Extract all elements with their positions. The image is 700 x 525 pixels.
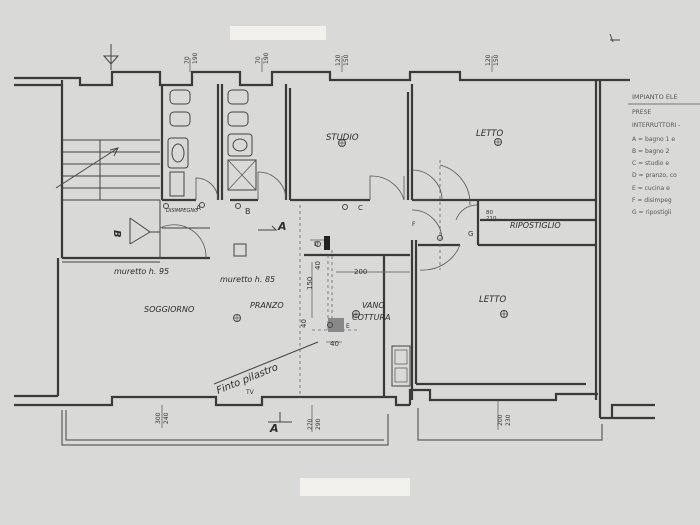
- symbol-a: A: [196, 204, 201, 212]
- dim-w2-top: 270: [307, 418, 314, 430]
- dim-v40b: 40: [300, 319, 308, 328]
- dim-2-bot: 190: [263, 52, 270, 64]
- symbol-e: E: [346, 323, 350, 330]
- legend-item: F = disimpeg: [632, 197, 672, 204]
- dim-v150: 150: [306, 277, 314, 290]
- legend-item: D = pranzo, co: [632, 172, 677, 179]
- dim-h200: 200: [354, 268, 367, 276]
- dim-v40a: 40: [314, 261, 322, 270]
- symbol-b: B: [245, 207, 251, 216]
- legend-item: C = studio e: [632, 160, 669, 167]
- dim-rip-top: 80: [486, 210, 493, 216]
- room-label-pranzo: PRANZO: [250, 301, 284, 310]
- legend-item: A = bagno 1 e: [632, 136, 675, 143]
- section-label-a-bottom: A: [269, 422, 279, 435]
- legend: IMPIANTO ELE PRESE INTERRUTTORI - A = ba…: [628, 93, 700, 216]
- dim-w3-bot: 230: [505, 414, 512, 426]
- room-label-cottura: COTTURA: [352, 313, 391, 322]
- legend-item: E = cucina e: [632, 185, 670, 192]
- legend-title: IMPIANTO ELE: [632, 93, 678, 101]
- annotation-muretto-85: muretto h. 85: [220, 275, 275, 284]
- interior-walls: [62, 84, 596, 400]
- dim-w1-top: 300: [155, 412, 162, 424]
- dim-3-bot: 150: [343, 54, 350, 66]
- bathroom-fixtures: [167, 89, 257, 197]
- symbol-f: F: [412, 221, 416, 228]
- symbol-c: C: [358, 204, 363, 212]
- symbol-g: G: [468, 230, 473, 238]
- room-label-letto-bottom: LETTO: [479, 295, 506, 305]
- tape-bottom: [300, 478, 410, 496]
- tape-top: [230, 26, 326, 40]
- dim-1-bot: 190: [192, 52, 199, 64]
- dim-4-bot: 150: [493, 54, 500, 66]
- annotation-muretto-95: muretto h. 95: [114, 267, 169, 276]
- dim-4-top: 120: [485, 54, 492, 66]
- legend-prese: PRESE: [632, 109, 651, 116]
- dim-w1-bot: 240: [163, 412, 170, 424]
- room-label-letto-top: LETTO: [476, 129, 503, 139]
- section-label-a-top: A: [277, 220, 287, 233]
- legend-item: G = ripostigli: [632, 209, 672, 216]
- symbol-d: D: [314, 241, 319, 248]
- room-label-soggiorno: SOGGIORNO: [144, 305, 194, 314]
- dim-w2-bot: 290: [315, 418, 322, 430]
- room-label-vano: VANO: [362, 301, 385, 310]
- balconies: [61, 408, 603, 446]
- electrical-symbols: [163, 138, 508, 328]
- dimension-guides: [161, 56, 499, 432]
- exterior-walls: [14, 70, 655, 420]
- dim-1-top: 70: [184, 56, 191, 64]
- annotation-tv: TV: [245, 389, 255, 396]
- arrow-label-b: B: [111, 230, 122, 238]
- dim-w3-top: 200: [497, 414, 504, 426]
- legend-interruttori: INTERRUTTORI -: [632, 122, 680, 129]
- dim-rip-bot: 210: [486, 216, 497, 222]
- dim-h40: 40: [330, 340, 339, 348]
- room-label-studio: STUDIO: [326, 133, 359, 143]
- room-label-disimpegno: DISIMPEGNO: [166, 208, 198, 214]
- door-swings: [159, 164, 479, 271]
- dim-2-top: 70: [255, 56, 262, 64]
- room-label-ripostiglio: RIPOSTIGLIO: [510, 221, 561, 230]
- dim-3-top: 120: [335, 54, 342, 66]
- kitchen-elements: [129, 217, 411, 387]
- stairs: [55, 139, 160, 201]
- legend-item: B = bagno 2: [632, 148, 670, 155]
- section-markers: [102, 33, 620, 423]
